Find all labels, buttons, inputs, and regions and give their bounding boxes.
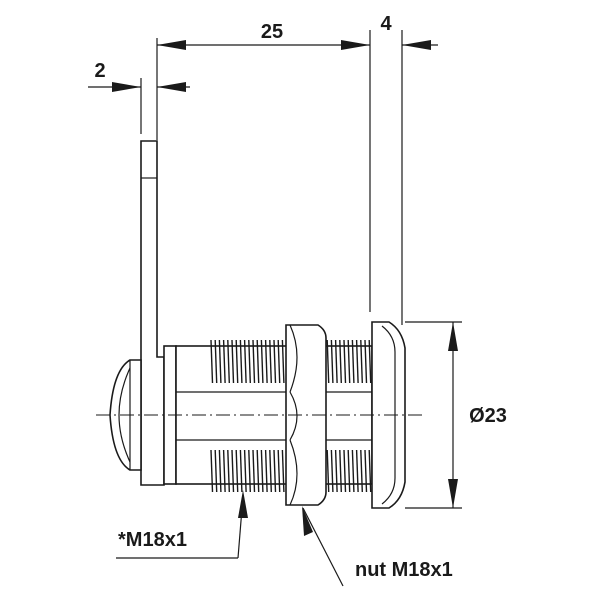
thread-mark — [326, 339, 330, 384]
thread-mark — [239, 339, 243, 384]
thread-mark — [252, 449, 256, 493]
thread-mark — [260, 339, 264, 384]
dimension-2: 2 — [88, 60, 190, 134]
nut-curve-middle — [289, 391, 298, 441]
thread-mark — [218, 339, 222, 384]
key-cylinder-ring — [118, 367, 131, 463]
thread-mark — [222, 449, 226, 493]
thread-mark — [231, 449, 235, 493]
thread-mark — [214, 449, 218, 493]
dimension-label-diameter: Ø23 — [469, 405, 507, 427]
arrowhead — [341, 40, 370, 50]
arrowhead — [402, 40, 431, 50]
thread-mark — [281, 339, 285, 384]
callout-body-thread: *M18x1 — [116, 490, 248, 559]
thread-mark — [360, 339, 363, 384]
thread-mark — [239, 449, 243, 493]
thread-marks — [210, 339, 372, 493]
callout-label-body-thread: *M18x1 — [118, 529, 187, 551]
callout-nut-thread: nut M18x1 — [302, 506, 453, 587]
thread-mark — [273, 339, 277, 384]
leader-line-nut-thread — [302, 507, 344, 587]
thread-mark — [227, 449, 230, 493]
thread-mark — [248, 449, 251, 493]
thread-mark — [273, 449, 277, 493]
thread-mark — [355, 339, 359, 384]
dimension-diameter: Ø23 — [405, 321, 507, 509]
dimension-25: 25 — [156, 21, 403, 325]
thread-mark — [368, 339, 372, 384]
thread-mark — [343, 339, 347, 384]
arrowhead — [448, 479, 458, 508]
thread-mark — [243, 449, 247, 493]
thread-mark — [347, 449, 351, 493]
thread-mark — [330, 339, 334, 384]
arrowhead — [302, 506, 313, 536]
thread-mark — [351, 339, 355, 384]
thread-mark — [248, 339, 251, 384]
thread-mark — [351, 449, 355, 493]
thread-mark — [326, 449, 330, 493]
thread-mark — [360, 449, 363, 493]
thread-mark — [235, 449, 239, 493]
thread-mark — [264, 339, 268, 384]
dimension-label-2: 2 — [94, 60, 105, 82]
thread-mark — [281, 449, 285, 493]
thread-mark — [339, 449, 342, 493]
thread-mark — [368, 449, 372, 493]
thread-mark — [260, 449, 264, 493]
thread-mark — [364, 449, 368, 493]
thread-mark — [252, 339, 256, 384]
arrowhead — [238, 490, 248, 518]
arrowhead — [112, 82, 141, 92]
thread-mark — [222, 339, 226, 384]
thread-mark — [210, 339, 214, 384]
thread-mark — [347, 339, 351, 384]
thread-mark — [264, 449, 268, 493]
thread-mark — [269, 449, 272, 493]
thread-mark — [227, 339, 230, 384]
thread-mark — [277, 449, 281, 493]
thread-mark — [330, 449, 334, 493]
thread-mark — [243, 339, 247, 384]
arrowhead — [157, 40, 186, 50]
thread-mark — [339, 339, 342, 384]
dimension-label-4: 4 — [380, 13, 392, 35]
dimension-label-25: 25 — [261, 21, 283, 43]
cam-plate — [140, 140, 165, 486]
thread-mark — [218, 449, 222, 493]
arrowhead — [157, 82, 186, 92]
callout-label-nut-thread: nut M18x1 — [355, 559, 453, 581]
dimension-4: 4 — [380, 13, 438, 50]
nut-curve-top — [289, 324, 298, 393]
thread-mark — [355, 449, 359, 493]
thread-mark — [256, 339, 260, 384]
thread-mark — [334, 339, 338, 384]
thread-mark — [256, 449, 260, 493]
thread-mark — [334, 449, 338, 493]
thread-mark — [277, 339, 281, 384]
nut-curve-bottom — [289, 439, 298, 506]
thread-mark — [364, 339, 368, 384]
arrowhead — [448, 322, 458, 351]
thread-mark — [343, 449, 347, 493]
thread-mark — [231, 339, 235, 384]
thread-mark — [269, 339, 272, 384]
thread-mark — [235, 339, 239, 384]
thread-mark — [210, 449, 214, 493]
thread-mark — [214, 339, 218, 384]
